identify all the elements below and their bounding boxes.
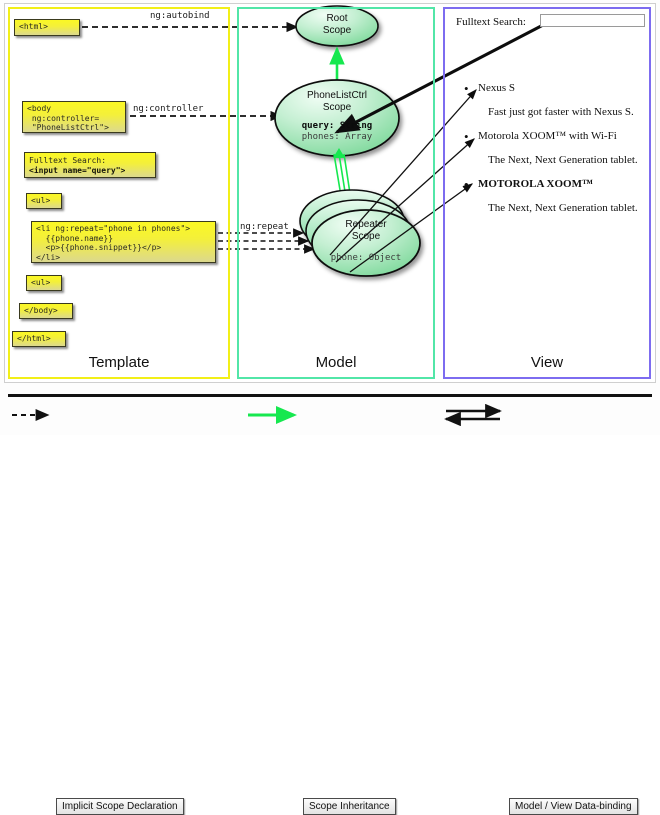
view-search-label: Fulltext Search: (456, 16, 526, 28)
template-box-body-open: <body ng:controller= "PhoneListCtrl"> (22, 101, 126, 133)
legend: Implicit Scope Declaration Scope Inherit… (0, 392, 660, 815)
view-item-snippet-0: Fast just got faster with Nexus S. (488, 106, 634, 118)
scope-root (295, 5, 379, 47)
diagram-canvas: Template Model View <html> <body ng:cont… (0, 0, 660, 435)
template-box-li-repeat: <li ng:repeat="phone in phones"> {{phone… (31, 221, 216, 263)
view-search-input[interactable] (540, 14, 645, 27)
edge-ng-repeat (218, 228, 316, 254)
column-view: View (443, 7, 651, 379)
view-item-snippet-1: The Next, Next Generation tablet. (488, 154, 638, 166)
view-item-snippet-2: The Next, Next Generation tablet. (488, 202, 638, 214)
template-box-html-open: <html> (14, 19, 80, 36)
view-item-name-0: Nexus S (464, 81, 515, 97)
column-template: Template (8, 7, 230, 379)
template-box-fulltext-search: Fulltext Search: <input name="query"> (24, 152, 156, 178)
column-label-model: Model (315, 354, 357, 371)
template-box-ul-close: <ul> (26, 275, 62, 291)
legend-divider (8, 394, 652, 397)
edge-databinding-items (329, 89, 477, 273)
view-content: Fulltext Search: Nexus S Fast just got f… (452, 14, 646, 364)
edge-label-ng-repeat: ng:repeat (240, 222, 289, 232)
view-item-name-2: MOTOROLA XOOM™ (464, 177, 593, 193)
edge-databinding-query (334, 22, 546, 134)
edge-label-ng-controller: ng:controller (133, 104, 204, 114)
column-label-template: Template (88, 354, 150, 371)
fulltext-search-input-code: <input name="query"> (29, 165, 126, 175)
template-box-body-close: </body> (19, 303, 73, 319)
view-item-name-1: Motorola XOOM™ with Wi-Fi (464, 129, 617, 145)
legend-label-model-view-data-binding: Model / View Data-binding (509, 798, 638, 815)
column-label-view: View (530, 354, 564, 371)
legend-arrow-double (444, 403, 502, 427)
template-box-ul-open: <ul> (26, 193, 62, 209)
column-model: Model (237, 7, 435, 379)
fulltext-search-label: Fulltext Search: (29, 156, 107, 165)
legend-label-scope-inheritance: Scope Inheritance (303, 798, 396, 815)
legend-label-implicit-scope-declaration: Implicit Scope Declaration (56, 798, 184, 815)
edge-label-ng-autobind: ng:autobind (150, 11, 210, 21)
connector-layer (12, 5, 546, 427)
template-box-html-close: </html> (12, 331, 66, 347)
